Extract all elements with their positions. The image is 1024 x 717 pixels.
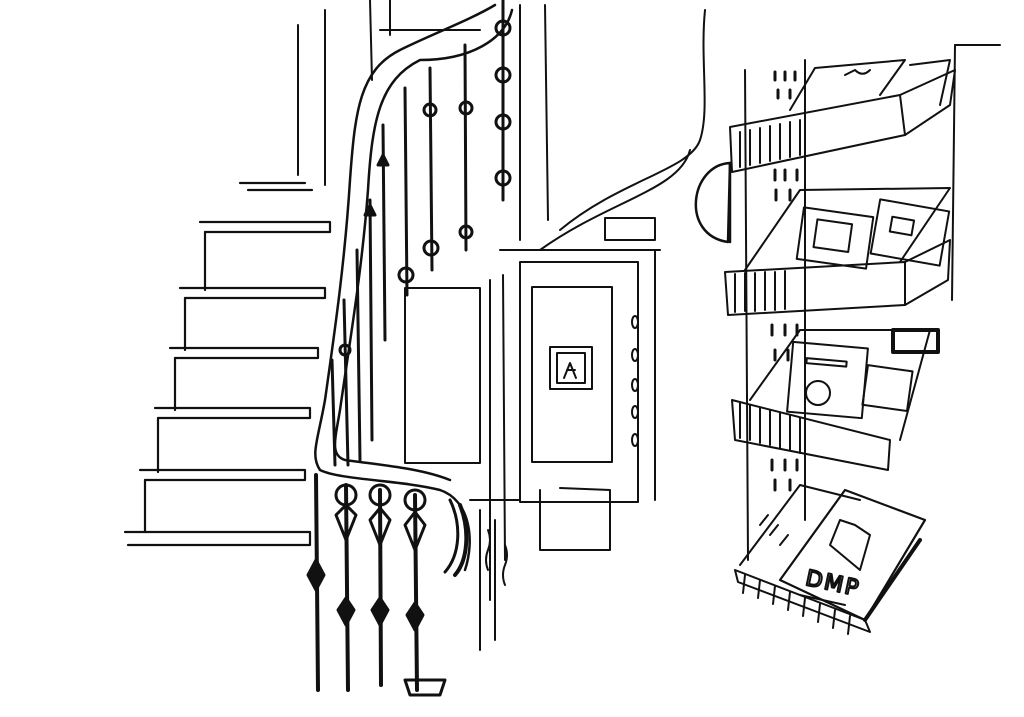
- stair-steps: [123, 181, 332, 547]
- stair-balusters: [306, 0, 512, 697]
- curved-handrail: [314, 3, 514, 577]
- magazine-rack: DMP: [724, 44, 1001, 635]
- framed-picture: [549, 346, 593, 390]
- rack-shelf-bottom: DMP: [734, 484, 927, 635]
- wall-lamp: [694, 161, 732, 244]
- post-texture: [770, 70, 799, 492]
- back-door: [499, 249, 661, 503]
- hanging-chain: [631, 315, 639, 447]
- lower-panels: [404, 274, 611, 651]
- magazine-cover-text: DMP: [803, 566, 862, 602]
- back-wall-lines: [297, 0, 706, 251]
- rack-shelf-top: [729, 59, 956, 173]
- rack-shelf-lower: [731, 328, 940, 471]
- rack-shelf-middle: [724, 187, 951, 316]
